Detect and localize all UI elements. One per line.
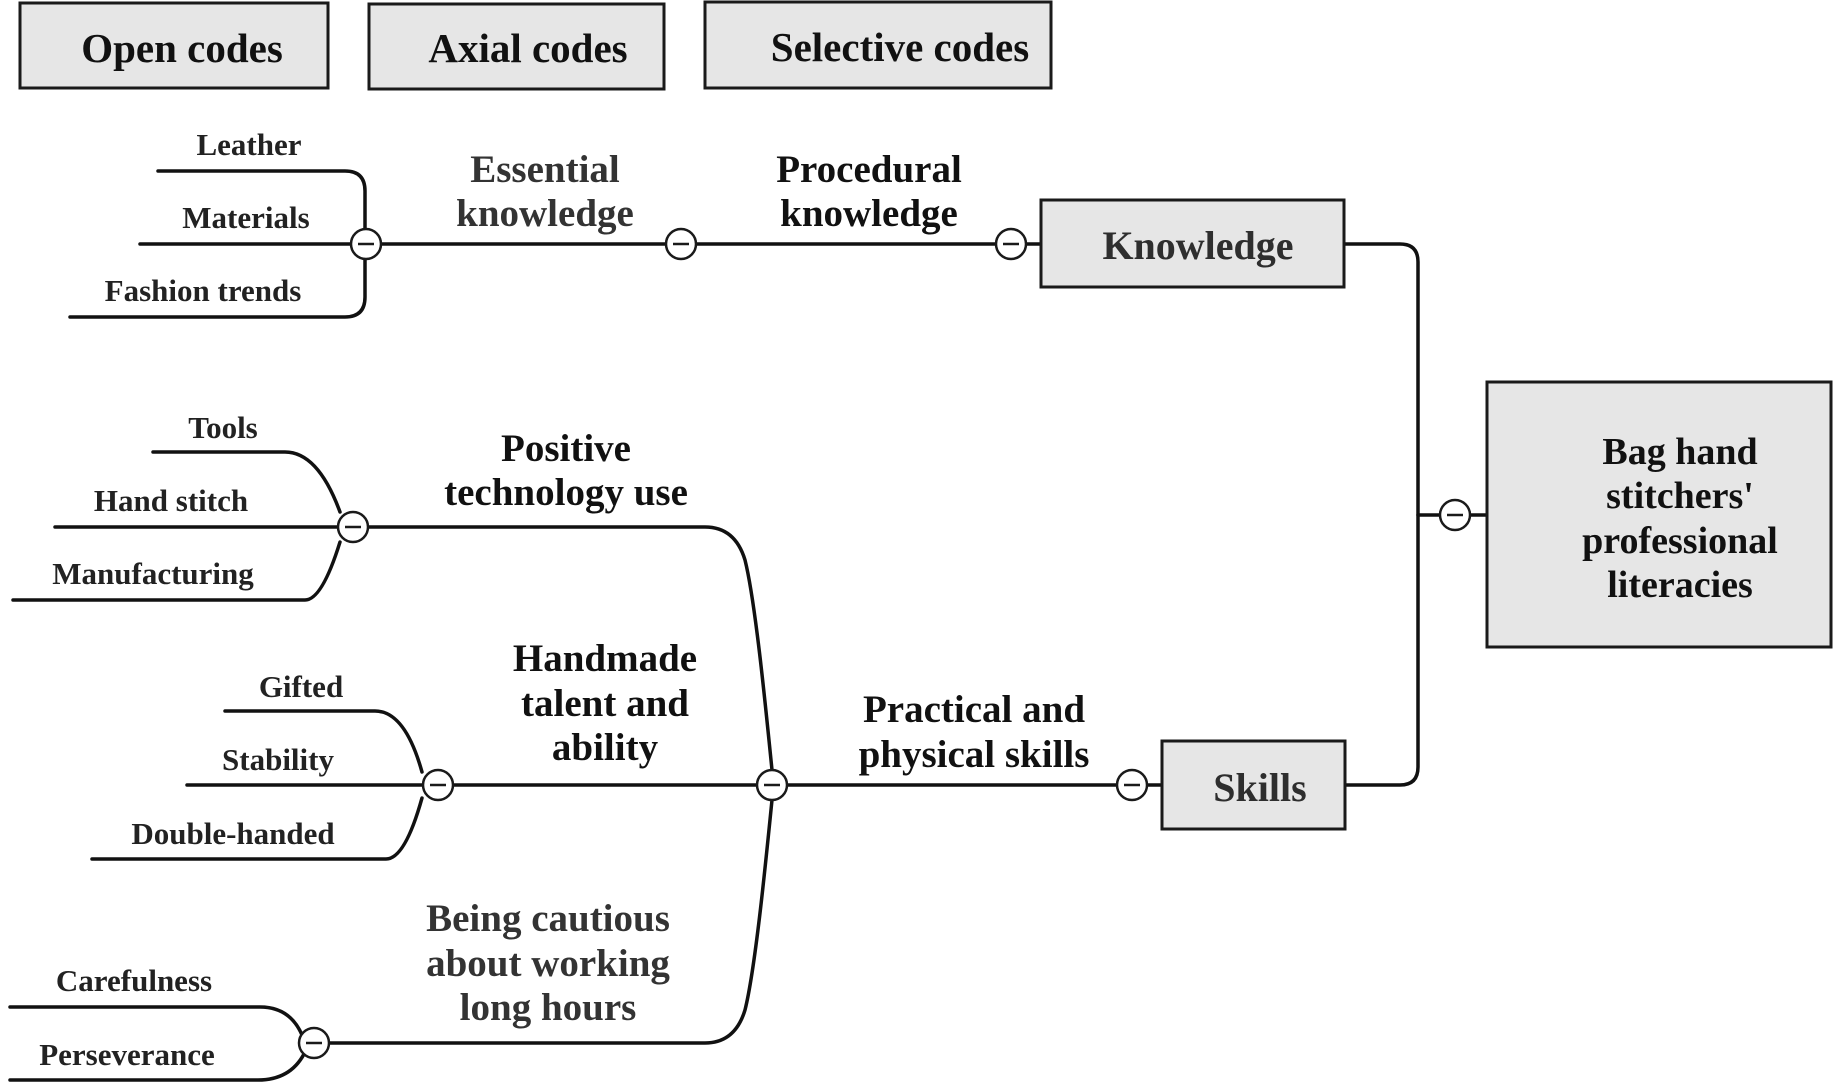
open-codes-essential: Leather Materials Fashion trends [105, 127, 310, 308]
skills-node: Skills [1160, 739, 1347, 831]
open-code-carefulness: Carefulness [56, 963, 212, 998]
axial-being-cautious: Being cautious about working long hours [426, 897, 670, 1029]
axial-cautious-line-1: Being cautious [426, 897, 670, 940]
header-axial-codes: Axial codes [367, 2, 666, 91]
axial-practical-line-1: Practical and [863, 688, 1085, 731]
axial-procedural-line-1: Procedural [776, 148, 962, 191]
axial-essential-line-1: Essential [470, 148, 620, 191]
edge-open-fashion [68, 256, 367, 319]
axial-handmade-line-1: Handmade [513, 637, 697, 680]
header-axial-codes-label: Axial codes [428, 25, 627, 71]
open-code-leather: Leather [196, 127, 301, 162]
edge-open-leather [156, 169, 367, 233]
edge-caut-perseverance [8, 1052, 306, 1082]
axial-handmade-line-2: talent and [521, 682, 689, 725]
open-code-double-handed: Double-handed [131, 816, 334, 851]
axial-essential-knowledge: Essential knowledge [456, 148, 634, 235]
axial-positive-technology-use: Positive technology use [444, 427, 688, 514]
open-code-stability: Stability [222, 742, 334, 777]
core-line-2: stitchers' [1606, 475, 1754, 517]
core-line-1: Bag hand [1602, 431, 1757, 473]
edge-hub-technology [366, 525, 774, 772]
axial-technology-line-1: Positive [501, 427, 631, 470]
axial-handmade-line-3: ability [552, 726, 659, 769]
collapse-toggles [297, 227, 1472, 1060]
core-category-box: Bag hand stitchers' professional literac… [1485, 380, 1833, 649]
open-code-perseverance: Perseverance [39, 1037, 215, 1072]
edge-hand-double [90, 796, 424, 861]
header-open-codes-label: Open codes [81, 25, 283, 71]
edge-hub-cautious [327, 798, 774, 1045]
axial-handmade-talent-ability: Handmade talent and ability [513, 637, 697, 769]
axial-practical-physical-skills: Practical and physical skills [859, 688, 1090, 776]
edge-caut-carefulness [8, 1005, 304, 1037]
collapse-minus-icon[interactable] [297, 1026, 331, 1060]
axial-cautious-line-2: about working [426, 942, 670, 985]
axial-technology-line-2: technology use [444, 471, 688, 514]
open-code-hand-stitch: Hand stitch [94, 483, 248, 518]
skills-label: Skills [1213, 765, 1306, 810]
edge-tech-manufacturing [11, 540, 342, 602]
core-line-3: professional [1582, 520, 1778, 562]
header-selective-codes-label: Selective codes [771, 24, 1029, 70]
open-code-manufacturing: Manufacturing [52, 556, 254, 591]
edge-hand-gifted [223, 709, 424, 774]
collapse-minus-icon[interactable] [755, 768, 789, 802]
collapse-minus-icon[interactable] [664, 227, 698, 261]
axial-procedural-knowledge: Procedural knowledge [776, 148, 962, 235]
collapse-minus-icon[interactable] [994, 227, 1028, 261]
collapse-minus-icon[interactable] [336, 510, 370, 544]
open-code-tools: Tools [188, 410, 258, 445]
axial-essential-line-2: knowledge [456, 192, 634, 235]
connector-lines [8, 169, 1489, 1082]
axial-practical-line-2: physical skills [859, 733, 1090, 776]
collapse-minus-icon[interactable] [421, 768, 455, 802]
axial-cautious-line-3: long hours [460, 986, 637, 1029]
open-codes-cautious: Carefulness Perseverance [39, 963, 215, 1072]
collapse-minus-icon[interactable] [1438, 498, 1472, 532]
header-selective-codes: Selective codes [703, 0, 1053, 90]
collapse-minus-icon[interactable] [349, 227, 383, 261]
open-code-materials: Materials [182, 200, 309, 235]
open-codes-handmade: Gifted Stability Double-handed [131, 669, 343, 851]
open-codes-technology: Tools Hand stitch Manufacturing [52, 410, 258, 591]
collapse-minus-icon[interactable] [1115, 768, 1149, 802]
header-open-codes: Open codes [18, 1, 330, 90]
edge-knowledge-trunk [1343, 242, 1420, 787]
edge-tech-tools [151, 450, 342, 514]
core-line-4: literacies [1607, 564, 1753, 606]
knowledge-node: Knowledge [1039, 198, 1346, 289]
axial-procedural-line-2: knowledge [780, 192, 958, 235]
knowledge-label: Knowledge [1102, 223, 1293, 268]
open-code-fashion-trends: Fashion trends [105, 273, 302, 308]
open-code-gifted: Gifted [259, 669, 343, 704]
